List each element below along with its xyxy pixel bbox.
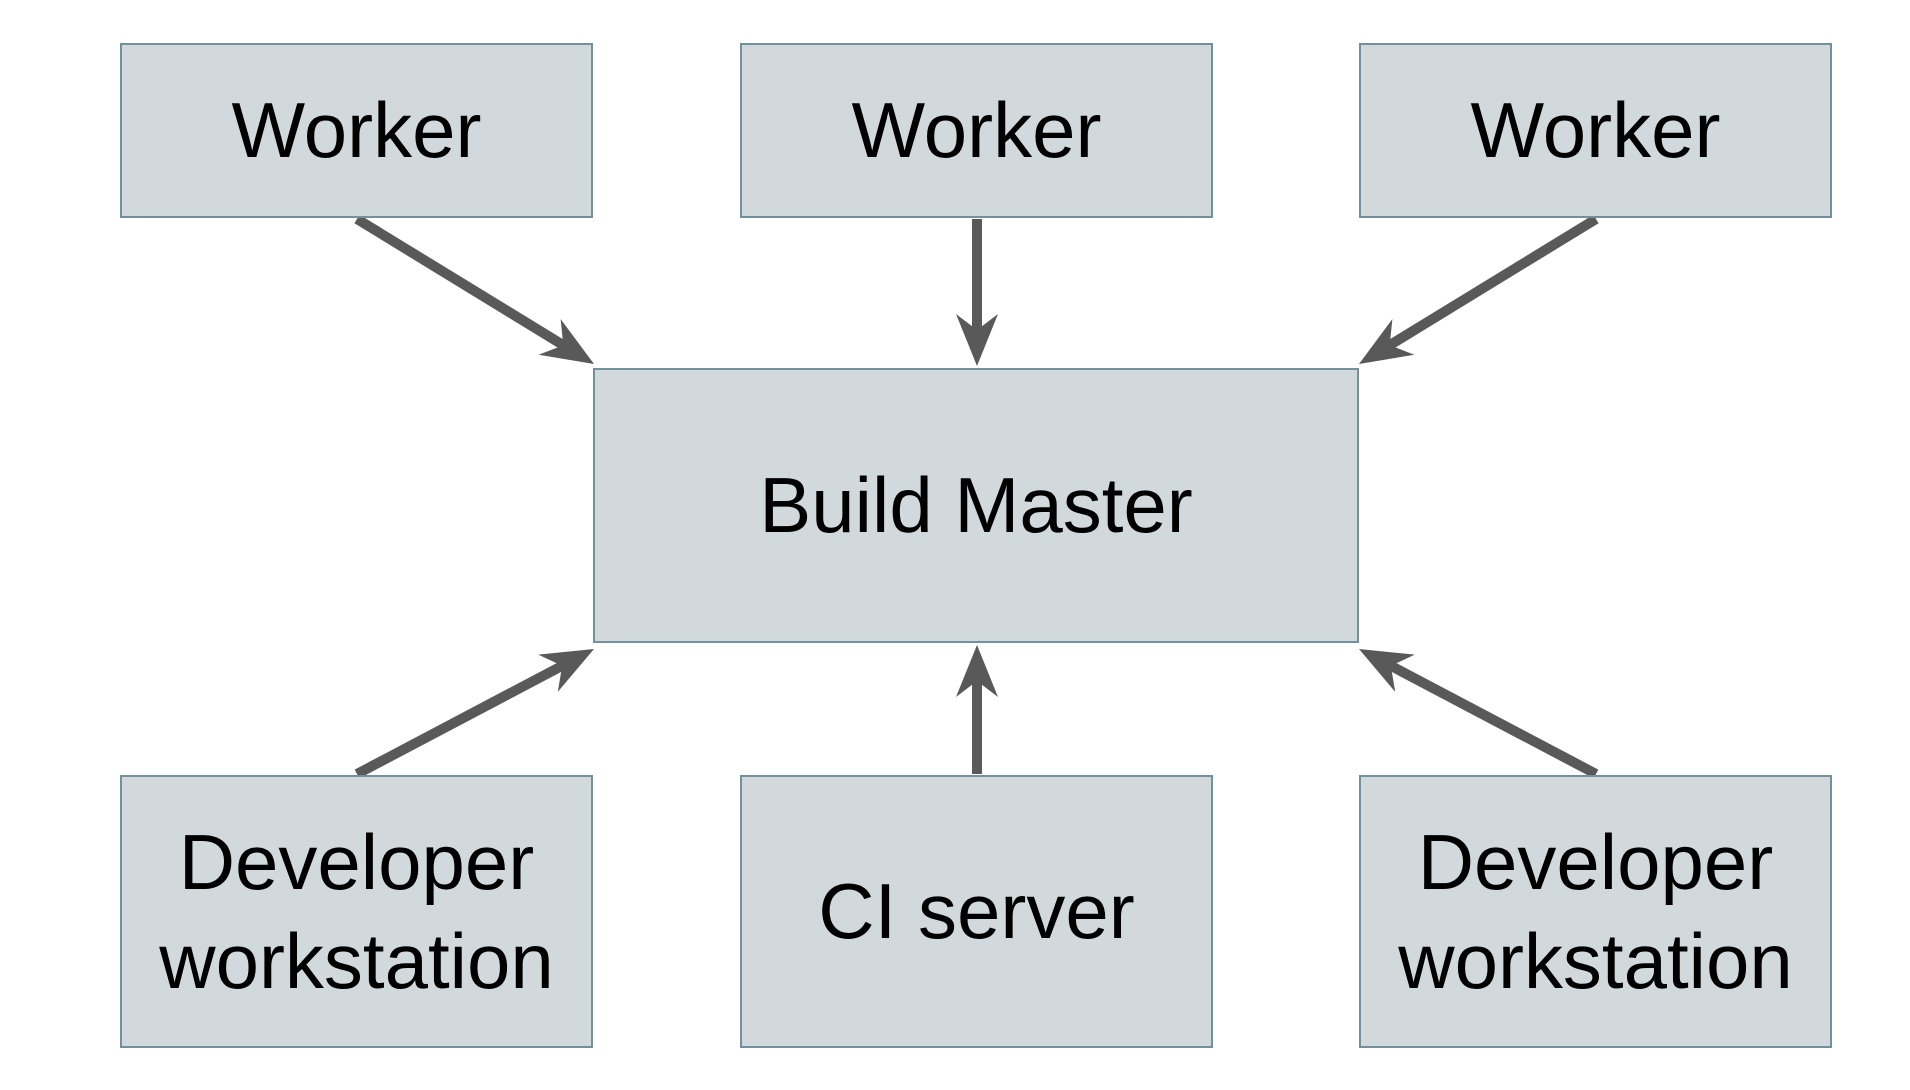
node-developer-workstation-right: Developer workstation [1359, 775, 1832, 1048]
node-worker-3: Worker [1359, 43, 1832, 218]
node-worker-2-label: Worker [851, 86, 1102, 175]
arrow-developer-workstation-left-to-build-master [354, 649, 594, 779]
node-worker-1-label: Worker [231, 86, 482, 175]
node-ci-server-label: CI server [818, 867, 1135, 956]
arrow-worker-3-to-build-master [1359, 214, 1599, 364]
node-developer-workstation-right-label: Developer workstation [1398, 818, 1793, 1005]
node-worker-3-label: Worker [1470, 86, 1721, 175]
node-build-master: Build Master [593, 368, 1359, 643]
node-build-master-label: Build Master [759, 461, 1193, 550]
arrow-worker-2-to-build-master [956, 219, 998, 366]
node-worker-1: Worker [120, 43, 593, 218]
node-developer-workstation-left: Developer workstation [120, 775, 593, 1048]
node-worker-2: Worker [740, 43, 1213, 218]
node-ci-server: CI server [740, 775, 1213, 1048]
arrow-worker-1-to-build-master [354, 214, 594, 364]
node-developer-workstation-left-label: Developer workstation [159, 818, 554, 1005]
arrow-developer-workstation-right-to-build-master [1359, 649, 1599, 779]
arrow-ci-server-to-build-master [956, 645, 998, 774]
